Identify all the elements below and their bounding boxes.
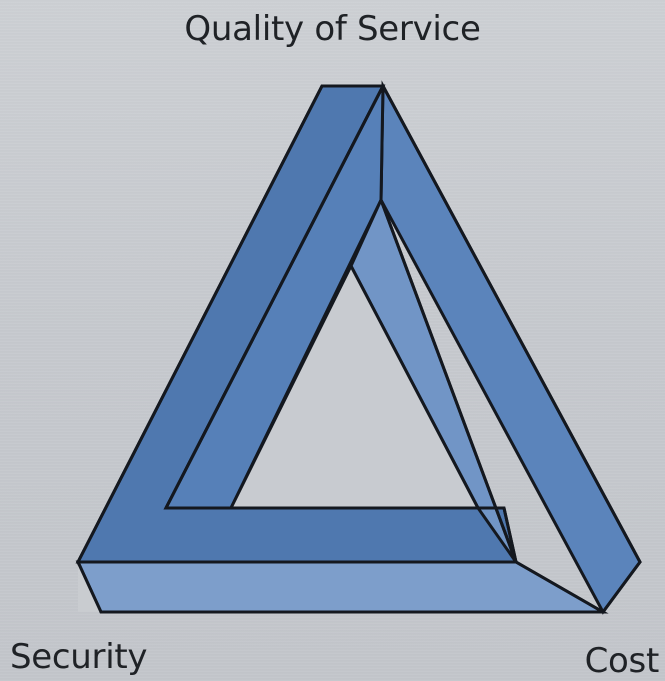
triangle-face-bottom: [78, 562, 603, 612]
label-quality-of-service: Quality of Service: [0, 12, 665, 46]
label-security: Security: [10, 640, 147, 674]
label-cost: Cost: [585, 644, 659, 678]
